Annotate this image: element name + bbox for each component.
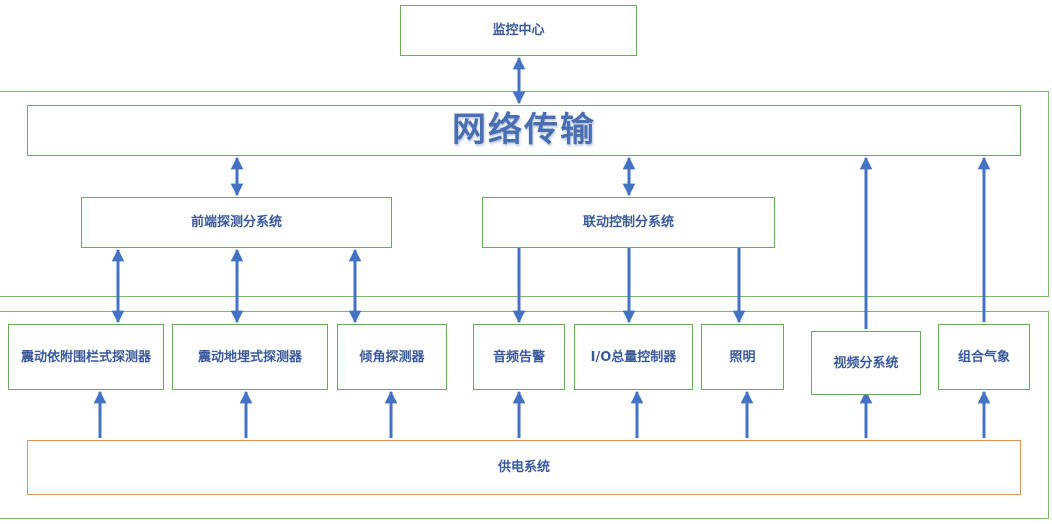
video-subsystem-node: 视频分系统 [811,331,921,395]
vibration-fence-detector-node: 震动依附围栏式探测器 [8,324,164,390]
lighting-node: 照明 [701,324,784,390]
linkage-control-subsystem-node: 联动控制分系统 [482,197,775,248]
network-transmission-node: 网络传输 [27,105,1021,156]
weather-node: 组合气象 [938,324,1030,390]
power-supply-system-node: 供电系统 [27,440,1021,495]
audio-alarm-node: 音频告警 [473,324,565,390]
vibration-buried-detector-node: 震动地埋式探测器 [172,324,328,390]
front-detection-subsystem-node: 前端探测分系统 [81,197,392,248]
tilt-detector-node: 倾角探测器 [337,324,447,390]
io-controller-node: I/O总量控制器 [574,324,693,390]
monitor-center-node: 监控中心 [400,5,637,56]
